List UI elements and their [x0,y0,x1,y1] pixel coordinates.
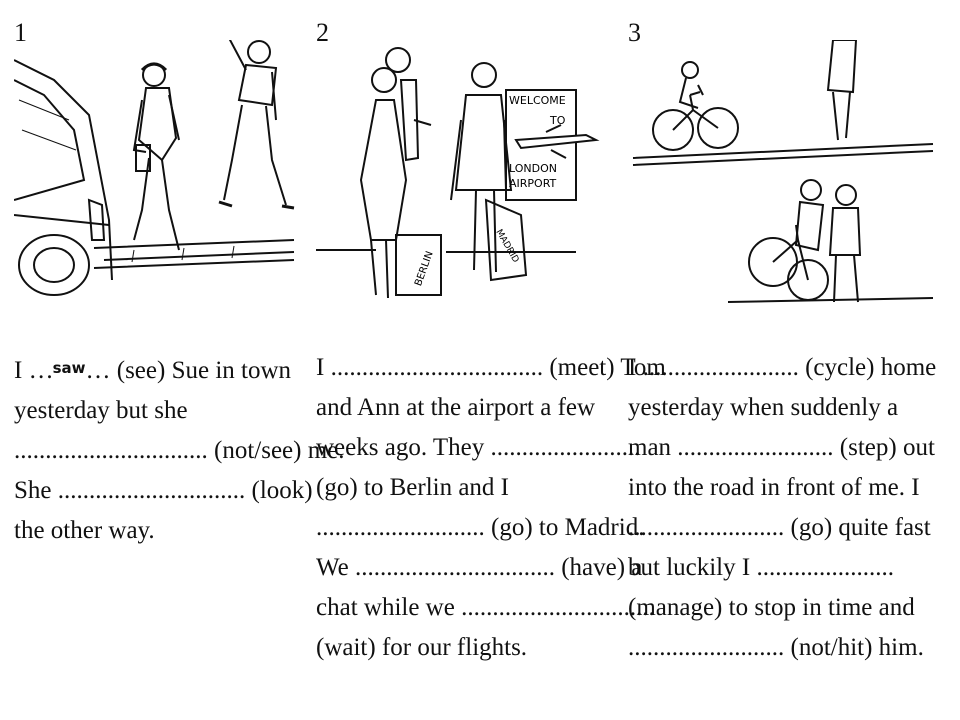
exercise-1-line: the other way. [14,517,155,544]
exercise-1-line: yesterday but she [14,397,188,424]
exercise-3-line: man ......................... (step) out [628,434,935,461]
welcome-sign-line2: TO [549,114,566,127]
berlin-suitcase-label: BERLIN [413,250,436,288]
exercise-1-line: She .............................. (look… [14,477,313,504]
airport-sign-line1: LONDON [509,162,557,175]
exercise-3-line: I ......................... (cycle) home [628,354,937,381]
illustration-airport: WELCOME TO LONDON AIRPORT BERLIN MADRID [316,47,600,299]
madrid-suitcase-label: MADRID [493,228,520,265]
exercise-1-line: ............................... (not/see… [14,437,345,464]
exercise-2-line: ........................... (go) to Madr… [316,514,645,541]
exercise-2-line: and Ann at the airport a few [316,394,596,421]
exercise-3-text: I ......................... (cycle) home… [628,348,936,668]
exercise-2-line: (wait) for our flights. [316,634,528,661]
exercise-3-line: (manage) to stop in time and [628,594,915,621]
exercise-2-line: We ................................ (hav… [316,554,643,581]
exercise-3-line: ......................... (go) quite fas… [628,514,931,541]
exercise-number-1: 1 [14,18,27,47]
exercise-3-line: into the road in front of me. I [628,474,920,501]
handwritten-answer: saw [52,359,86,377]
exercise-1-line: I …saw… (see) Sue in town [14,357,292,384]
exercise-3-line: ......................... (not/hit) him. [628,634,924,661]
exercise-2-line: (go) to Berlin and I [316,474,510,501]
exercise-3-line: yesterday when suddenly a [628,394,899,421]
illustration-street-meeting [14,40,295,296]
exercise-2-line: chat while we ..........................… [316,594,655,621]
exercise-3-line: but luckily I ...................... [628,554,894,581]
exercise-2-text: I .................................. (me… [316,348,666,668]
exercise-number-3: 3 [628,18,641,47]
exercise-2-line: I .................................. (me… [316,354,666,381]
exercise-number-2: 2 [316,18,329,47]
airport-sign-line2: AIRPORT [509,177,557,190]
exercise-2-line: weeks ago. They ........................ [316,434,641,461]
exercise-1-text: I …saw… (see) Sue in town yesterday but … [14,348,345,551]
welcome-sign-line1: WELCOME [509,94,566,107]
illustration-cyclist [632,40,934,303]
